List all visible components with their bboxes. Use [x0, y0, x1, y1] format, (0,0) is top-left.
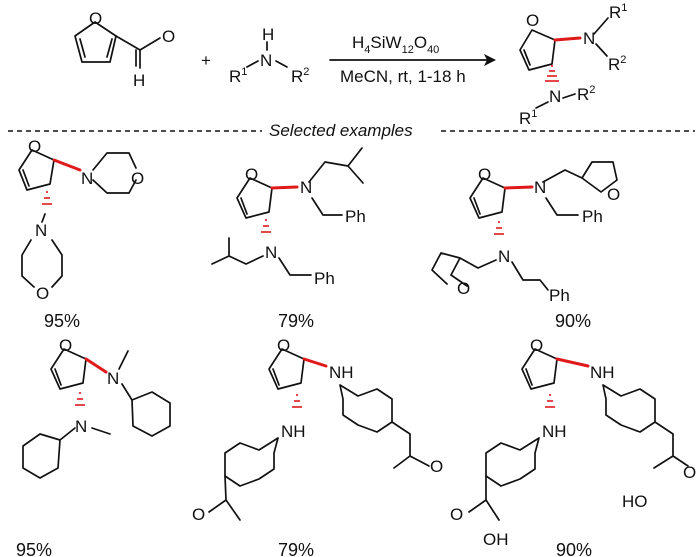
section-label: Selected examples: [269, 121, 413, 140]
atom-n: N: [498, 247, 510, 266]
atom-o: O: [89, 9, 102, 28]
yield-label: 95%: [16, 540, 52, 557]
conditions-label: MeCN, rt, 1-18 h: [340, 67, 466, 86]
ph-label: Ph: [549, 286, 570, 305]
atom-o: O: [277, 336, 290, 355]
atom-n: N: [549, 87, 561, 106]
atom-h: H: [133, 71, 145, 90]
atom-o: O: [457, 279, 470, 298]
ph-label: Ph: [314, 269, 335, 288]
atom-o: O: [192, 505, 205, 524]
furfural-molecule: O O H: [74, 9, 175, 90]
atom-h: H: [262, 25, 274, 44]
atom-n: N: [260, 51, 272, 70]
example-6: O NH O HO NH O OH 90%: [450, 336, 696, 557]
yield-label: 79%: [278, 540, 314, 557]
ph-label: Ph: [582, 207, 603, 226]
r2-label: R2: [291, 66, 309, 86]
atom-o: O: [430, 457, 443, 476]
atom-o: O: [607, 185, 620, 204]
atom-o: O: [131, 169, 144, 188]
atom-nh: NH: [542, 422, 567, 441]
product-molecule: O N R1 R2 N R1 R2: [519, 2, 627, 128]
atom-o: O: [478, 165, 491, 184]
atom-nh: NH: [590, 363, 615, 382]
atom-n: N: [75, 417, 87, 436]
atom-oh: HO: [622, 492, 648, 511]
catalyst-label: H4SiW12O40: [352, 33, 439, 56]
atom-o: O: [59, 336, 72, 355]
yield-label: 79%: [278, 311, 314, 331]
ph-label: Ph: [345, 207, 366, 226]
example-4: O N N 95%: [16, 336, 171, 557]
yield-label: 90%: [556, 540, 592, 557]
atom-o: O: [526, 11, 539, 30]
amine-molecule: H N R1 R2: [229, 25, 309, 86]
atom-nh: NH: [329, 363, 354, 382]
r1-label: R1: [609, 2, 627, 22]
atom-oh: OH: [483, 530, 509, 549]
example-5: O NH O NH O 79%: [192, 336, 443, 557]
example-2: O N Ph N Ph 79%: [211, 147, 366, 331]
r2-label: R2: [577, 84, 595, 104]
atom-o: O: [450, 505, 463, 524]
example-3: O N O Ph N O Ph 90%: [431, 161, 620, 331]
r1-label: R1: [519, 108, 537, 128]
reaction-arrow: H4SiW12O40 MeCN, rt, 1-18 h: [329, 33, 496, 86]
atom-n: N: [107, 369, 119, 388]
plus-sign: +: [201, 51, 211, 70]
atom-n: N: [583, 29, 595, 48]
atom-n: N: [81, 169, 93, 188]
atom-n: N: [265, 243, 277, 262]
atom-o: O: [683, 463, 696, 482]
yield-label: 90%: [555, 311, 591, 331]
atom-o: O: [530, 336, 543, 355]
r2-label: R2: [608, 54, 626, 74]
atom-o: O: [28, 137, 41, 156]
yield-label: 95%: [44, 311, 80, 331]
atom-o: O: [162, 27, 175, 46]
example-1: O N O N O 95%: [18, 137, 144, 331]
atom-o: O: [245, 165, 258, 184]
atom-o: O: [36, 284, 49, 303]
r1-label: R1: [229, 66, 247, 86]
atom-n: N: [35, 221, 47, 240]
atom-nh: NH: [281, 422, 306, 441]
